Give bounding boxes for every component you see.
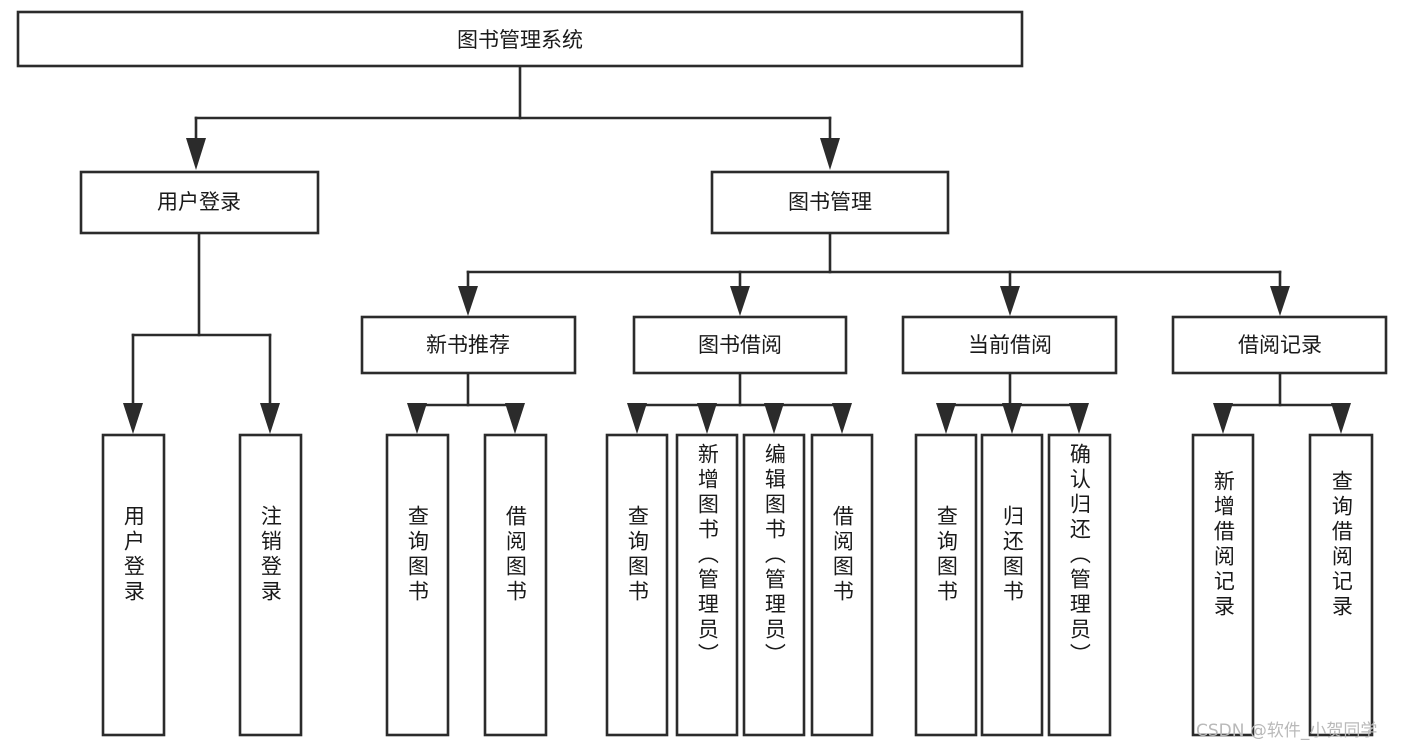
node-new-book-recommend-box[interactable] — [360, 315, 577, 375]
arrow-head-borrow-record — [1270, 286, 1290, 316]
arrow-head-leaf-query-book-1 — [407, 403, 427, 434]
node-root[interactable]: 图书管理系统 — [16, 10, 1024, 68]
connector-group-book-management — [458, 232, 1290, 316]
leaf-box-edit-book[interactable] — [742, 433, 806, 737]
leaf-box-query-record[interactable] — [1308, 433, 1374, 737]
node-book-management-box[interactable] — [710, 170, 950, 235]
node-root-label: 图书管理系统 — [457, 28, 583, 52]
arrow-head-leaf-add-record — [1213, 403, 1233, 434]
arrow-head-leaf-query-book-3 — [936, 403, 956, 434]
connector-group-book-borrow — [627, 371, 852, 434]
node-book-management[interactable]: 图书管理 — [710, 170, 950, 235]
arrow-head-leaf-return-book — [1002, 403, 1022, 434]
arrow-head-leaf-user-login — [123, 403, 143, 434]
arrow-head-leaf-confirm-return — [1069, 403, 1089, 434]
leaf-box-borrow-book-1[interactable] — [483, 433, 548, 737]
arrow-head-leaf-query-record — [1331, 403, 1351, 434]
node-user-login-label: 用户登录 — [157, 190, 241, 214]
node-new-book-recommend-label: 新书推荐 — [426, 333, 510, 357]
leaf-box-add-record[interactable] — [1191, 433, 1255, 737]
node-book-management-label: 图书管理 — [788, 190, 872, 214]
node-current-borrow[interactable]: 当前借阅 — [901, 315, 1118, 375]
node-borrow-record[interactable]: 借阅记录 — [1171, 315, 1388, 375]
arrow-head-leaf-logout-login — [260, 403, 280, 434]
arrow-head-leaf-borrow-book-2 — [832, 403, 852, 434]
connector-group-new-book-recommend — [407, 371, 525, 434]
node-borrow-record-box[interactable] — [1171, 315, 1388, 375]
leaf-box-add-book[interactable] — [675, 433, 739, 737]
leaf-box-query-book-2[interactable] — [605, 433, 669, 737]
node-current-borrow-box[interactable] — [901, 315, 1118, 375]
leaf-boxes-group — [101, 433, 1374, 737]
arrow-head-leaf-query-book-2 — [627, 403, 647, 434]
arrow-head-book-management — [820, 138, 840, 170]
node-book-borrow[interactable]: 图书借阅 — [632, 315, 848, 375]
node-root-box[interactable] — [16, 10, 1024, 68]
leaf-box-user-login[interactable] — [101, 433, 166, 737]
arrow-head-leaf-edit-book — [764, 403, 784, 434]
arrow-head-leaf-borrow-book-1 — [505, 403, 525, 434]
node-current-borrow-label: 当前借阅 — [968, 333, 1052, 357]
arrow-head-new-book-recommend — [458, 286, 478, 316]
arrow-head-user-login — [186, 138, 206, 170]
node-book-borrow-label: 图书借阅 — [698, 333, 782, 357]
connector-group-current-borrow — [936, 371, 1089, 434]
leaf-box-borrow-book-2[interactable] — [810, 433, 874, 737]
connector-group-root — [186, 64, 840, 170]
csdn-watermark: CSDN @软件_小贺同学 — [1196, 721, 1378, 741]
node-book-borrow-box[interactable] — [632, 315, 848, 375]
leaf-box-query-book-1[interactable] — [385, 433, 450, 737]
node-user-login-box[interactable] — [79, 170, 320, 235]
arrow-head-current-borrow — [1000, 286, 1020, 316]
leaf-box-return-book[interactable] — [980, 433, 1044, 737]
arrow-head-book-borrow — [730, 286, 750, 316]
arrow-head-leaf-add-book — [697, 403, 717, 434]
leaf-box-query-book-3[interactable] — [914, 433, 978, 737]
node-user-login[interactable]: 用户登录 — [79, 170, 320, 235]
node-borrow-record-label: 借阅记录 — [1238, 333, 1322, 357]
node-new-book-recommend[interactable]: 新书推荐 — [360, 315, 577, 375]
connector-group-borrow-record — [1213, 371, 1351, 434]
leaf-box-confirm-return[interactable] — [1047, 433, 1112, 737]
connector-group-user-login — [123, 232, 280, 434]
leaf-box-logout-login[interactable] — [238, 433, 303, 737]
